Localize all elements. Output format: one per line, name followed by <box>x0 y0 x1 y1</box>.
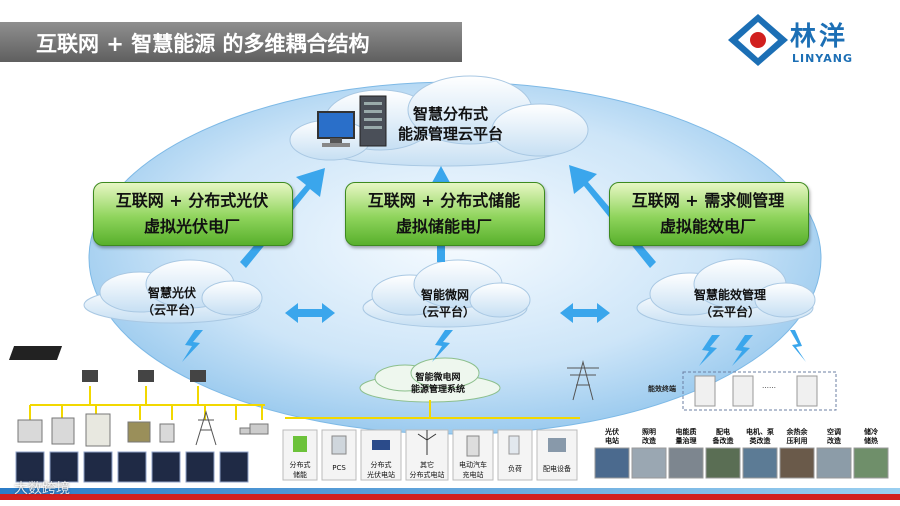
arrow-left-right-2 <box>560 303 610 323</box>
camera-icon <box>239 423 269 435</box>
microgrid-system-cloud <box>359 357 501 403</box>
device-icon-distribution <box>548 438 566 452</box>
virtual-pv-plant-label: 互联网 + 分布式光伏 虚拟光伏电厂 <box>93 188 291 240</box>
smart-efficiency-cloud-label: 智慧能效管理 （云平台） <box>665 287 795 321</box>
virtual-pv-plant-box <box>93 182 293 246</box>
smart-microgrid-line2: （云平台） <box>414 305 475 319</box>
footer-stripe-red <box>0 494 900 500</box>
device-label: 配电设备 <box>543 465 571 473</box>
virtual-storage-plant-label: 互联网 + 分布式储能 虚拟储能电厂 <box>345 188 543 240</box>
microgrid-system-label: 智能微电网 能源管理系统 <box>388 372 488 396</box>
microgrid-system-line1: 智能微电网 <box>415 373 461 383</box>
device-icon-pcs <box>331 435 347 455</box>
monitor-icon <box>317 111 355 147</box>
microgrid-device-tiles <box>282 429 578 481</box>
box-pv-line1: 互联网 + 分布式光伏 <box>115 191 269 210</box>
microgrid-system-line2: 能源管理系统 <box>410 385 465 395</box>
cloud-platform-line1: 智慧分布式 <box>413 105 489 123</box>
box-efficiency-line1: 互联网 + 需求侧管理 <box>631 191 785 210</box>
device-icon-ev-charger <box>466 435 480 457</box>
device-icon-load <box>508 435 520 455</box>
virtual-efficiency-plant-box <box>609 182 809 246</box>
title-bar <box>0 22 462 62</box>
device-label: 分布式光伏电站 <box>367 461 395 479</box>
device-label: 电动汽车充电站 <box>459 461 487 479</box>
main-cloud-shape <box>289 75 589 167</box>
device-label: 负荷 <box>508 465 522 473</box>
efficiency-item-label: 光伏电站 <box>605 428 619 445</box>
cloud-platform-label: 智慧分布式 能源管理云平台 <box>398 104 503 144</box>
efficiency-item-label: 照明改造 <box>642 428 656 445</box>
energy-terminal-frame <box>682 371 837 411</box>
box-pv-line2: 虚拟光伏电厂 <box>143 217 240 236</box>
efficiency-item-label: 空调改造 <box>827 428 841 445</box>
bolt-icon <box>699 335 720 366</box>
meter-icons <box>694 375 818 407</box>
brand-name-en: LINYANG <box>792 52 853 65</box>
box-efficiency-line2: 虚拟能效电厂 <box>659 217 756 236</box>
sub-cloud-shape-center <box>362 259 531 328</box>
pv-equipment-row <box>17 413 175 447</box>
device-icon-wind <box>417 430 437 455</box>
efficiency-photos <box>594 447 889 479</box>
smart-pv-cloud-label: 智慧光伏 （云平台） <box>112 285 232 319</box>
virtual-efficiency-plant-label: 互联网 + 需求侧管理 虚拟能效电厂 <box>609 188 807 240</box>
efficiency-item-label: 电机、泵类改造 <box>746 428 774 445</box>
smart-microgrid-cloud-label: 智能微网 （云平台） <box>385 287 505 321</box>
watermark: 大数跨境 <box>14 481 70 497</box>
energy-terminal-label: 能效终端 <box>648 385 676 393</box>
efficiency-item-label: 配电备改造 <box>712 428 734 445</box>
sub-cloud-shape-right <box>636 258 816 328</box>
bolt-icon <box>790 330 806 362</box>
pv-monitor-icons <box>82 370 206 382</box>
server-icon <box>359 95 387 147</box>
device-label: 其它分布式电站 <box>409 461 445 479</box>
smart-efficiency-line1: 智慧能效管理 <box>693 288 766 302</box>
efficiency-item-label: 电能质量治理 <box>675 428 697 445</box>
efficiency-item-label: 余热余压利用 <box>786 428 808 445</box>
bolt-icon <box>182 330 203 362</box>
smart-pv-line1: 智慧光伏 <box>147 286 196 300</box>
smart-microgrid-line1: 智能微网 <box>420 288 469 302</box>
arrow-left-right-1 <box>285 303 335 323</box>
bolt-icon <box>732 335 753 366</box>
inverter-icon <box>8 346 63 360</box>
terminal-ellipsis: …… <box>762 382 776 390</box>
sub-cloud-shape-left <box>83 259 263 324</box>
box-storage-line2: 虚拟储能电厂 <box>395 217 492 236</box>
wireless-bolts <box>182 330 806 366</box>
yellow-wiring <box>29 386 580 420</box>
device-label: PCS <box>332 464 346 472</box>
linyang-logo-icon <box>728 14 788 66</box>
smart-efficiency-line2: （云平台） <box>699 305 760 319</box>
virtual-storage-plant-box <box>345 182 545 246</box>
bolt-icon <box>432 330 453 362</box>
transmission-tower-icon <box>195 360 599 446</box>
device-label: 分布式储能 <box>289 461 311 479</box>
page-title: 互联网 + 智慧能源 的多维耦合结构 <box>36 32 370 56</box>
efficiency-item-label: 储冷储热 <box>864 428 878 445</box>
solar-panel-row <box>15 451 249 483</box>
cloud-platform-line2: 能源管理云平台 <box>398 125 504 143</box>
device-icon-battery <box>293 436 307 452</box>
brand-name-cn: 林洋 <box>790 22 849 52</box>
box-storage-line1: 互联网 + 分布式储能 <box>367 191 521 210</box>
footer-stripe-blue <box>0 488 900 494</box>
smart-pv-line2: （云平台） <box>141 303 202 317</box>
device-icon-solar <box>372 440 390 450</box>
